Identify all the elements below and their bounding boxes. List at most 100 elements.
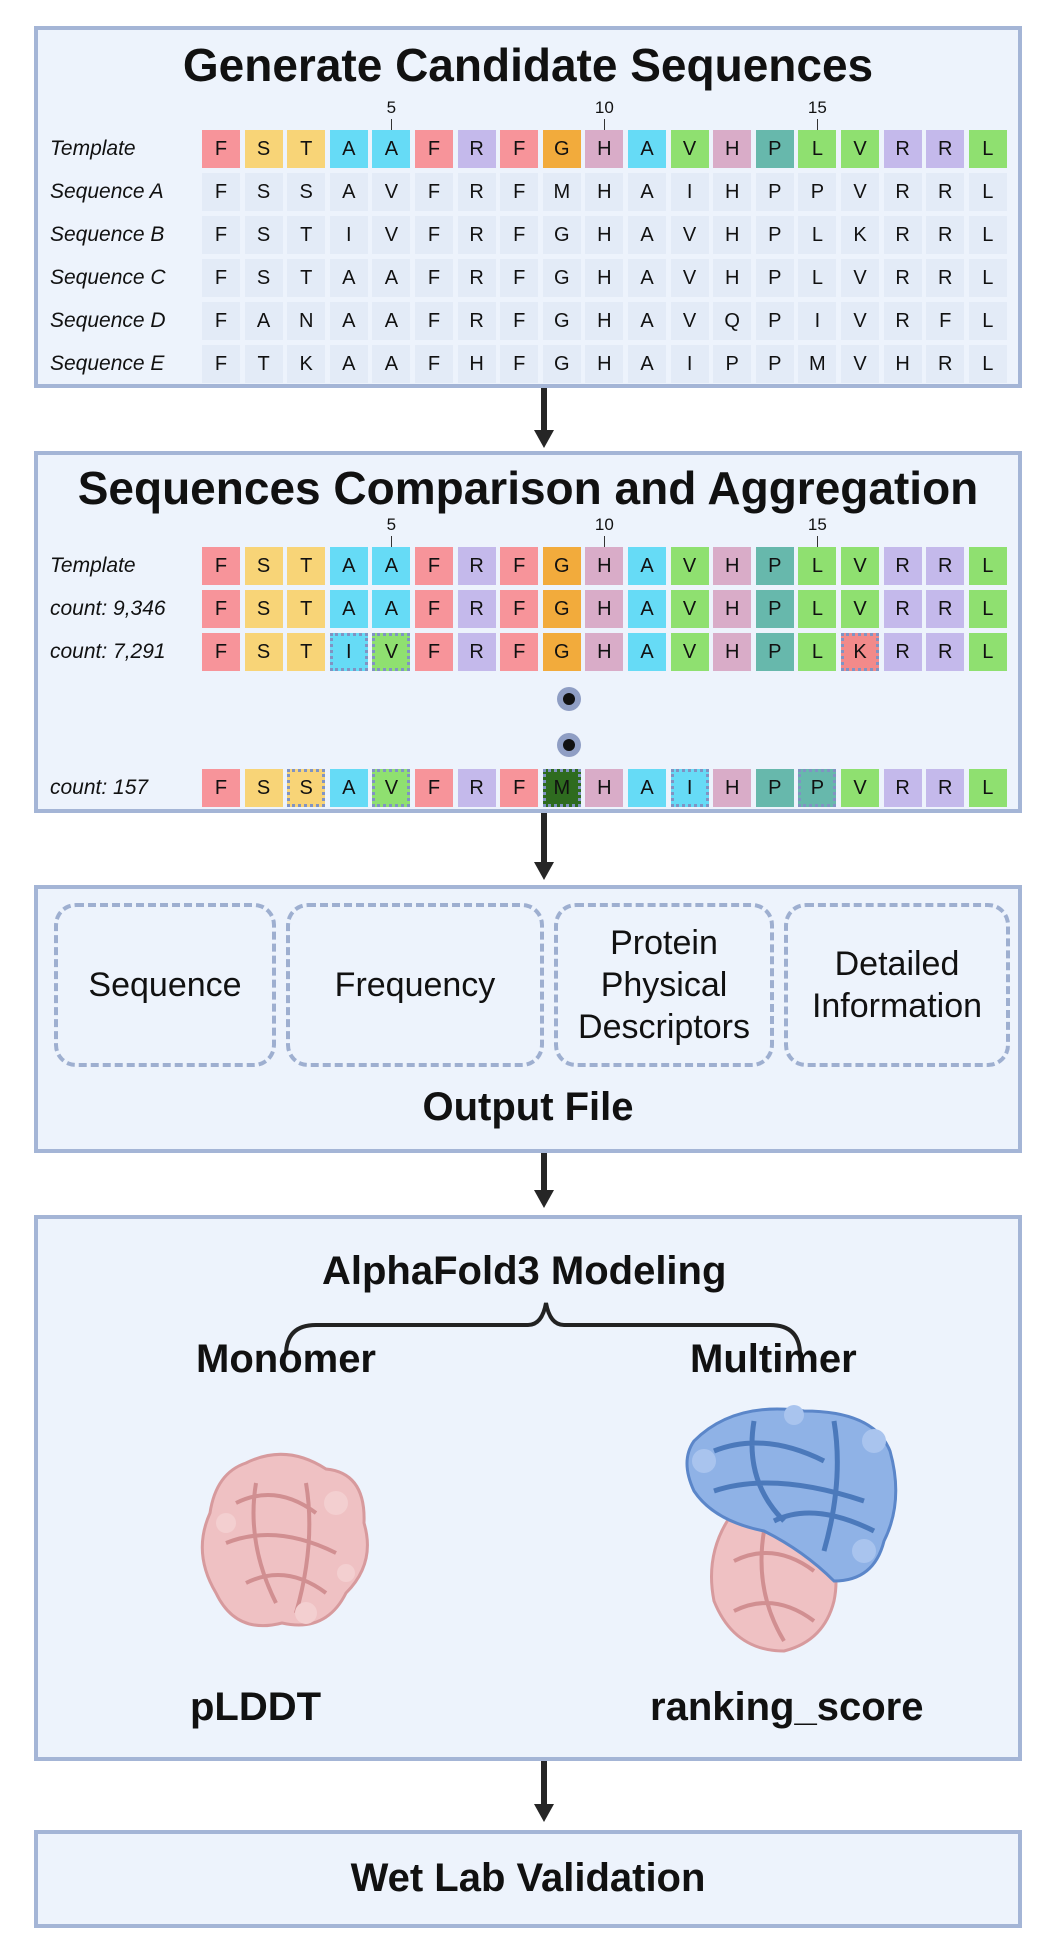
residue-cell: G xyxy=(542,216,581,254)
residue-cell: F xyxy=(415,345,453,383)
flow-arrow-head xyxy=(534,862,554,880)
residue-cell: F xyxy=(500,173,539,211)
residue-cell: L xyxy=(968,547,1007,585)
residue-cell: P xyxy=(755,345,794,383)
residue-cell: A xyxy=(628,216,666,254)
residue-cell: R xyxy=(883,259,922,297)
position-tick-mark xyxy=(817,536,819,548)
residue-cell: T xyxy=(287,633,326,671)
residue-cell: R xyxy=(883,590,922,628)
residue-cell: F xyxy=(202,633,240,671)
field-protein-physical-descriptors: Protein Physical Descriptors xyxy=(554,903,774,1067)
residue-cell: H xyxy=(585,173,624,211)
position-tick-mark xyxy=(817,119,819,131)
residue-cell: L xyxy=(798,590,837,628)
residue-cell: H xyxy=(713,130,752,168)
residue-cell: T xyxy=(287,590,326,628)
residue-cell: A xyxy=(628,345,666,383)
residue-cell: L xyxy=(968,345,1007,383)
flow-arrow xyxy=(541,813,547,867)
residue-cell: P xyxy=(755,216,794,254)
flow-arrow-head xyxy=(534,1190,554,1208)
residue-cell: V xyxy=(670,130,709,168)
residue-cell: F xyxy=(202,547,240,585)
residue-cell: A xyxy=(628,547,666,585)
residue-cell: I xyxy=(329,216,368,254)
residue-cell: H xyxy=(585,345,624,383)
monomer-structure-image xyxy=(200,1452,369,1628)
residue-cell: L xyxy=(968,173,1007,211)
residue-cell: K xyxy=(287,345,326,383)
ellipsis-dot xyxy=(557,733,581,757)
residue-cell: H xyxy=(585,547,624,585)
residue-cell: M xyxy=(542,173,581,211)
residue-cell: F xyxy=(415,769,453,807)
residue-cell: P xyxy=(713,345,752,383)
row-label: Sequence E xyxy=(50,352,165,375)
residue-cell: A xyxy=(329,302,368,340)
residue-cell: R xyxy=(883,302,922,340)
residue-cell: P xyxy=(755,259,794,297)
ellipsis-dot xyxy=(557,687,581,711)
residue-cell: G xyxy=(542,130,581,168)
ranking-score-label: ranking_score xyxy=(650,1685,924,1729)
residue-cell: V xyxy=(670,633,709,671)
residue-cell: G xyxy=(542,547,581,585)
residue-cell: R xyxy=(926,590,965,628)
residue-cell: A xyxy=(628,259,666,297)
row-label: Sequence D xyxy=(50,309,166,332)
residue-cell: R xyxy=(926,633,965,671)
position-tick-mark xyxy=(391,119,393,131)
residue-cell: R xyxy=(883,173,922,211)
residue-cell: H xyxy=(713,173,752,211)
residue-cell: A xyxy=(628,173,666,211)
modeling-title: AlphaFold3 Modeling xyxy=(322,1249,727,1293)
residue-cell: F xyxy=(500,302,539,340)
residue-cell: R xyxy=(457,590,496,628)
residue-cell: P xyxy=(755,769,794,807)
residue-cell: R xyxy=(883,130,922,168)
residue-cell: A xyxy=(329,547,368,585)
residue-cell: F xyxy=(500,547,539,585)
monomer-label: Monomer xyxy=(196,1337,376,1381)
residue-cell: H xyxy=(713,633,752,671)
residue-cell: P xyxy=(798,173,837,211)
residue-cell: R xyxy=(926,216,965,254)
residue-cell: R xyxy=(926,769,965,807)
residue-cell: F xyxy=(415,590,453,628)
residue-cell: H xyxy=(713,590,752,628)
brace-icon xyxy=(284,1302,802,1356)
residue-cell: H xyxy=(713,769,752,807)
residue-cell: V xyxy=(841,345,879,383)
residue-cell: F xyxy=(202,302,240,340)
residue-cell: R xyxy=(457,130,496,168)
residue-cell: R xyxy=(926,259,965,297)
multimer-structure-image xyxy=(685,1405,898,1653)
residue-cell: A xyxy=(329,345,368,383)
residue-cell: G xyxy=(542,302,581,340)
residue-cell: K xyxy=(841,633,879,671)
residue-cell: R xyxy=(457,547,496,585)
residue-cell: M xyxy=(798,345,837,383)
residue-cell: V xyxy=(372,173,411,211)
position-tick-mark xyxy=(391,536,393,548)
residue-cell: V xyxy=(372,633,411,671)
residue-cell: R xyxy=(883,633,922,671)
residue-cell: F xyxy=(202,173,240,211)
residue-cell: R xyxy=(926,130,965,168)
residue-cell: F xyxy=(202,259,240,297)
residue-cell: R xyxy=(457,769,496,807)
flow-arrow xyxy=(541,1153,547,1195)
residue-cell: V xyxy=(372,769,411,807)
panel-output-file: Sequence Frequency Protein Physical Desc… xyxy=(34,885,1022,1153)
residue-cell: S xyxy=(244,769,283,807)
residue-cell: F xyxy=(415,547,453,585)
residue-cell: F xyxy=(500,130,539,168)
residue-cell: L xyxy=(968,590,1007,628)
residue-cell: L xyxy=(968,633,1007,671)
residue-cell: T xyxy=(287,130,326,168)
residue-cell: P xyxy=(755,302,794,340)
flow-arrow-head xyxy=(534,430,554,448)
residue-cell: H xyxy=(585,302,624,340)
